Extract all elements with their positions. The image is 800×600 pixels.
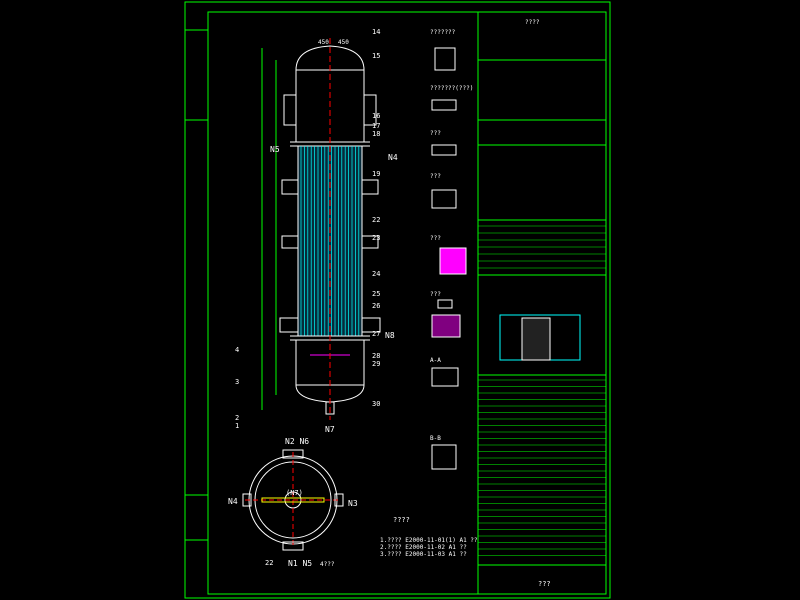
label-n8: N8 — [385, 331, 395, 340]
callout-number: 26 — [372, 302, 380, 310]
detail-label-1: ??????? — [430, 29, 456, 36]
title-block-name: ??? — [538, 580, 551, 588]
callout-number: 18 — [372, 130, 380, 138]
detail-label-2: ???????(???) — [430, 85, 473, 92]
callout-number: 23 — [372, 234, 380, 242]
plan-bottom-label: N1 N5 — [288, 559, 312, 568]
callout-number: 22 — [372, 216, 380, 224]
callout-number: 29 — [372, 360, 380, 368]
plan-callout: 22 — [265, 559, 273, 567]
detail-views — [431, 47, 467, 470]
callout-number: 27 — [372, 330, 380, 338]
plan-left-label: N4 — [228, 497, 238, 506]
notes-line-1: 1.???? E2000-11-01(1) A1 ?? — [380, 537, 478, 544]
label-n4: N4 — [388, 153, 398, 162]
callout-number: 28 — [372, 352, 380, 360]
table-header: ???? — [525, 19, 540, 26]
top-dim-2: 450 — [338, 39, 349, 46]
callout-number: 25 — [372, 290, 380, 298]
left-callout-group: 4 3 21 — [235, 346, 239, 430]
notes-title: ???? — [393, 516, 410, 524]
right-tables — [477, 12, 606, 594]
label-n7: N7 — [325, 425, 335, 434]
callout-number: 15 — [372, 52, 380, 60]
tube-bundle — [300, 146, 360, 336]
plan-top-label: N2 N6 — [285, 437, 309, 446]
left-callout-number: 4 — [235, 346, 239, 354]
detail-label-5: ??? — [430, 235, 441, 242]
vessel-elevation — [261, 38, 381, 420]
detail-label-8: B-B — [430, 435, 441, 442]
table-rows — [478, 225, 606, 556]
inner-frame — [207, 11, 607, 595]
callout-number: 30 — [372, 400, 380, 408]
callout-number: 19 — [372, 170, 380, 178]
callout-number: 17 — [372, 122, 380, 130]
top-dim-1: 450 — [318, 39, 329, 46]
plan-bottom-note: 4??? — [320, 561, 335, 568]
left-callout-number: 1 — [235, 422, 239, 430]
left-callout-number: 3 — [235, 378, 239, 386]
plan-right-label: N3 — [348, 499, 358, 508]
detail-label-4: ??? — [430, 173, 441, 180]
plan-view — [242, 449, 344, 551]
notes-line-2: 2.???? E2000-11-02 A1 ?? — [380, 544, 467, 551]
callout-number: 16 — [372, 112, 380, 120]
detail-label-3: ??? — [430, 130, 441, 137]
detail-label-6: ??? — [430, 291, 441, 298]
callout-number: 24 — [372, 270, 380, 278]
notes-line-3: 3.???? E2000-11-03 A1 ?? — [380, 551, 467, 558]
callout-number: 14 — [372, 28, 380, 36]
label-n5: N5 — [270, 145, 280, 154]
outer-frame — [184, 1, 611, 599]
left-callout-number: 2 — [235, 414, 239, 422]
detail-label-7: A-A — [430, 357, 441, 364]
plan-center-label: (N7) — [286, 489, 303, 497]
